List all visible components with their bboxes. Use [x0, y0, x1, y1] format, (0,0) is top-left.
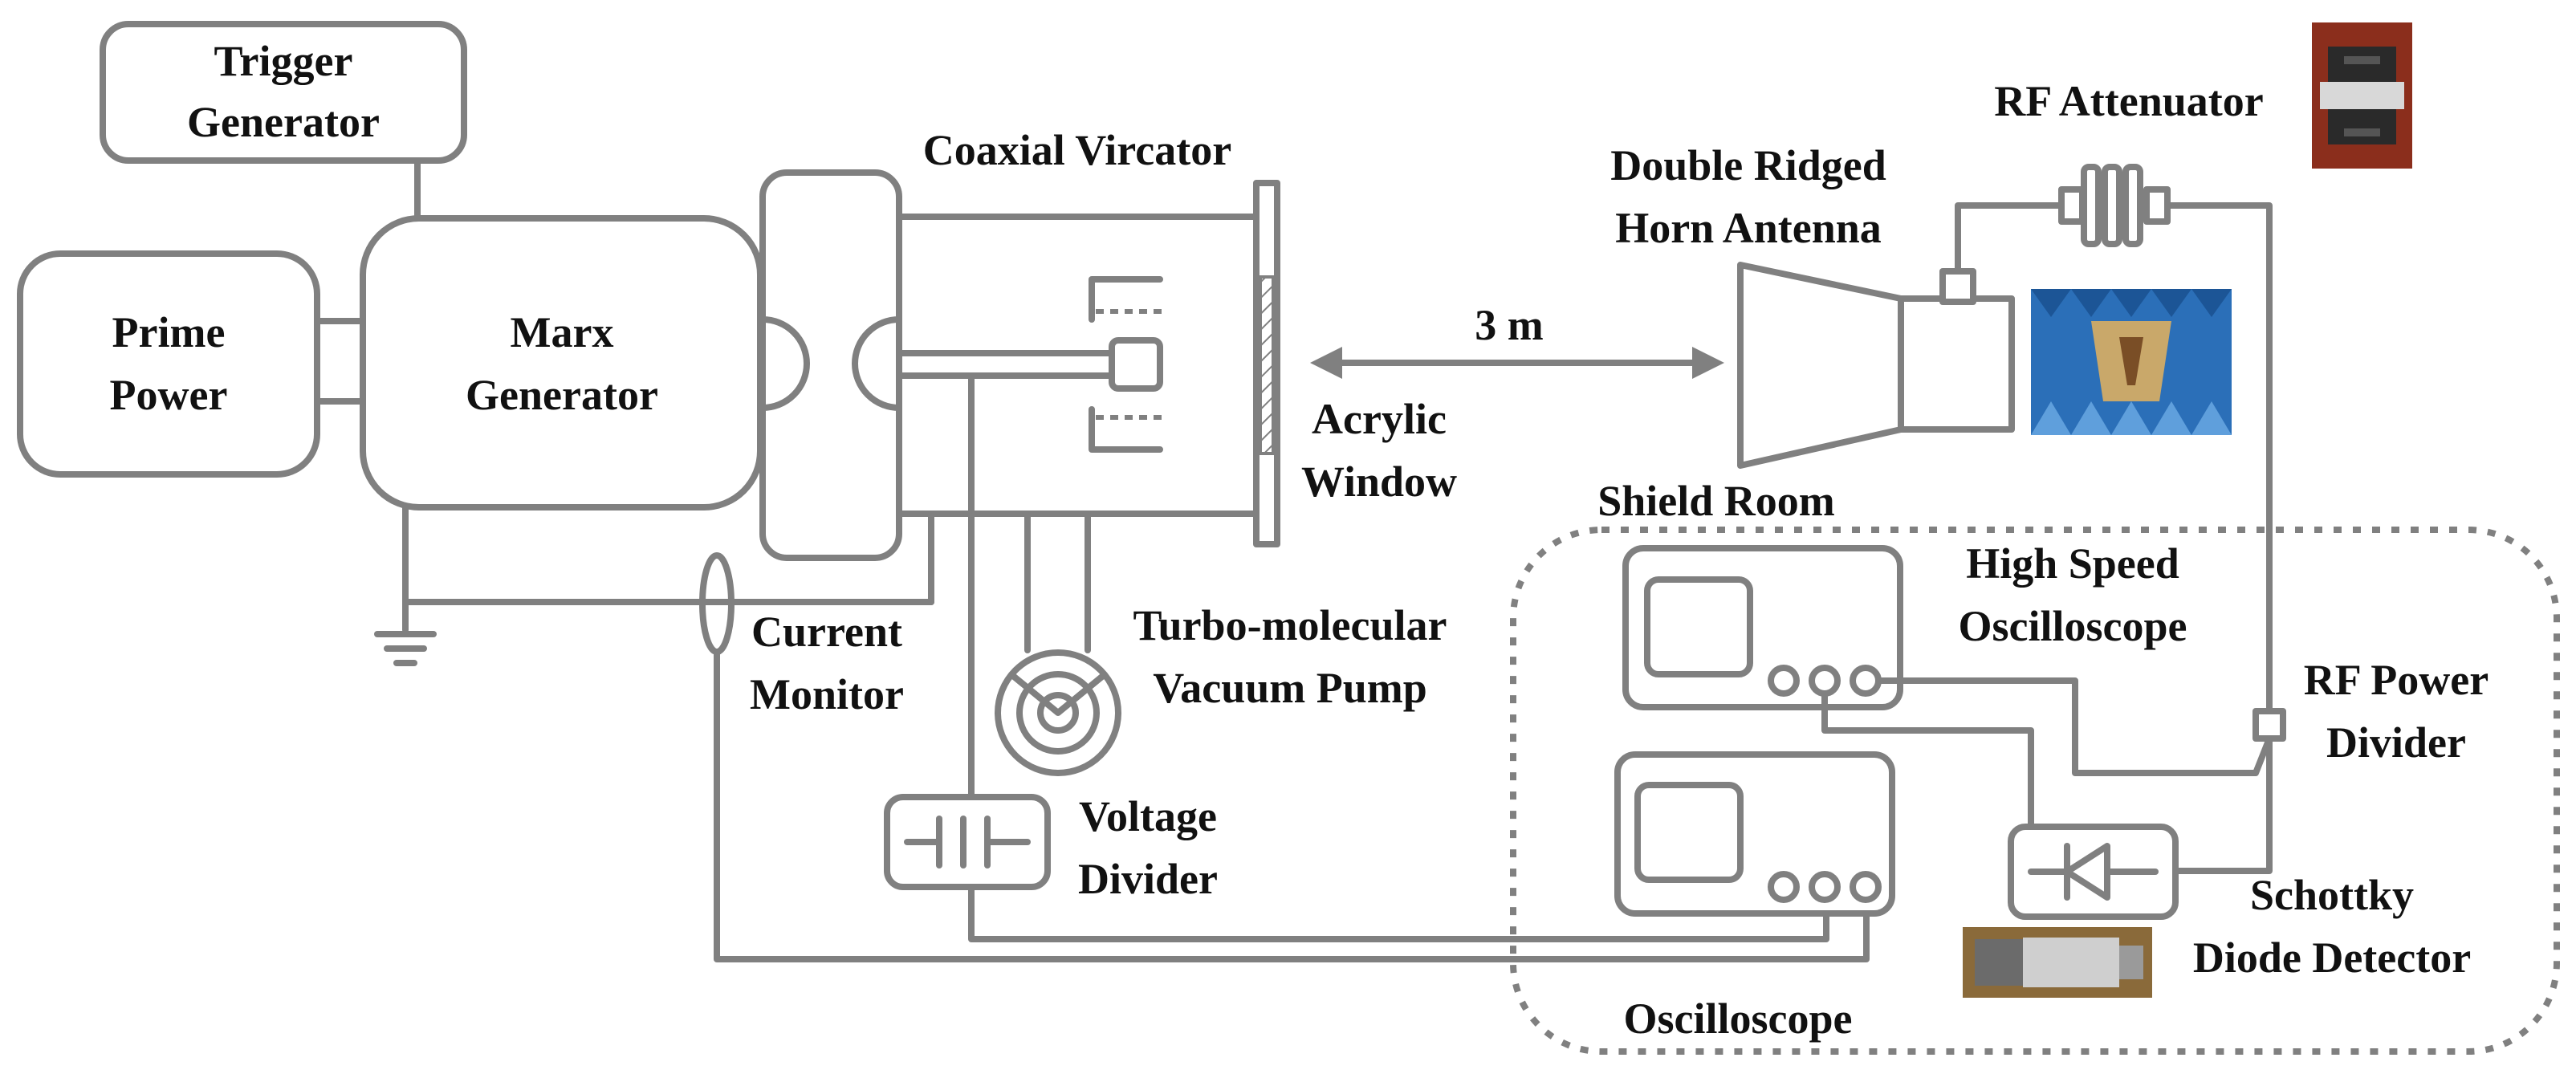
high-speed-oscilloscope-label-line2: Oscilloscope: [1959, 602, 2187, 650]
pump-line-left: [928, 511, 1031, 653]
rf-attenuator: [2058, 164, 2171, 247]
acrylic-window-label-line1: Acrylic: [1312, 395, 1447, 443]
marx-generator-label-line2: Generator: [466, 371, 658, 419]
distance-arrow: [1310, 347, 1724, 379]
schottky-detector-label-line2: Diode Detector: [2193, 934, 2471, 982]
distance-label: 3 m: [1475, 301, 1544, 349]
spark-gap-right: [852, 316, 902, 411]
shield-room-label: Shield Room: [1597, 477, 1835, 525]
trigger-generator-label-line2: Generator: [187, 98, 380, 146]
schottky-detector-photo: [1963, 927, 2152, 998]
schottky-diode-detector: [2008, 824, 2179, 920]
spark-gap-left: [759, 316, 810, 411]
marx-generator: Marx Generator: [360, 215, 763, 511]
coaxial-vircator: [896, 214, 1265, 517]
rf-power-divider-label-line1: RF Power: [2304, 656, 2489, 704]
rf-attenuator-photo: [2312, 22, 2412, 169]
oscilloscope-label: Oscilloscope: [1624, 995, 1853, 1043]
rf-attenuator-label: RF Attenuator: [1994, 77, 2263, 125]
vacuum-pump-label-line1: Turbo-molecular: [1133, 601, 1447, 649]
current-monitor-label-line1: Current: [751, 608, 902, 656]
current-monitor-cable: [714, 649, 1870, 962]
divider-to-hs-scope-cable: [1875, 677, 2273, 776]
divider-to-detector-cable: [2172, 735, 2273, 874]
capacitor-icon: [904, 816, 1031, 869]
horn-antenna-label-line1: Double Ridged: [1610, 141, 1886, 189]
vircator-housing: [759, 169, 902, 561]
diode-icon: [2028, 843, 2159, 901]
schottky-detector-label-line1: Schottky: [2250, 871, 2414, 919]
prime-power-label-line2: Power: [110, 371, 228, 419]
attenuator-to-divider-cable: [2164, 202, 2273, 716]
marx-generator-label-line1: Marx: [511, 308, 614, 356]
ground-symbol-icon: [374, 599, 437, 666]
voltage-divider-label-line1: Voltage: [1079, 792, 1217, 840]
horn-antenna-label-line2: Horn Antenna: [1615, 204, 1882, 252]
trigger-generator: Trigger Generator: [100, 21, 467, 164]
voltage-divider-label-line2: Divider: [1078, 855, 1218, 903]
anechoic-chamber-photo: [2031, 289, 2232, 435]
prime-power: Prime Power: [17, 250, 320, 478]
vacuum-pump-icon: [995, 649, 1121, 776]
voltage-divider-cable: [968, 372, 1829, 942]
horn-antenna: [1737, 262, 2015, 469]
high-speed-oscilloscope-label-line1: High Speed: [1966, 539, 2179, 588]
trigger-generator-label-line1: Trigger: [214, 37, 353, 85]
voltage-divider: [884, 794, 1051, 890]
oscilloscope: [1614, 751, 1895, 917]
high-speed-oscilloscope: [1622, 545, 1903, 710]
prime-power-label-line1: Prime: [112, 308, 226, 356]
rf-power-divider-label-line2: Divider: [2326, 718, 2466, 767]
detector-to-hs-scope-cable: [1821, 690, 2034, 830]
coaxial-vircator-label: Coaxial Vircator: [923, 126, 1231, 174]
cathode-tip: [1109, 337, 1163, 392]
shield-room-boundary: [1510, 527, 2560, 1055]
current-monitor-label-line2: Monitor: [750, 670, 904, 718]
rf-power-divider: [2252, 708, 2286, 742]
vacuum-pump-label-line2: Vacuum Pump: [1153, 664, 1427, 712]
acrylic-window: [1253, 180, 1280, 547]
acrylic-window-label-line2: Window: [1301, 458, 1457, 506]
horn-to-attenuator-cable: [1955, 202, 2065, 275]
